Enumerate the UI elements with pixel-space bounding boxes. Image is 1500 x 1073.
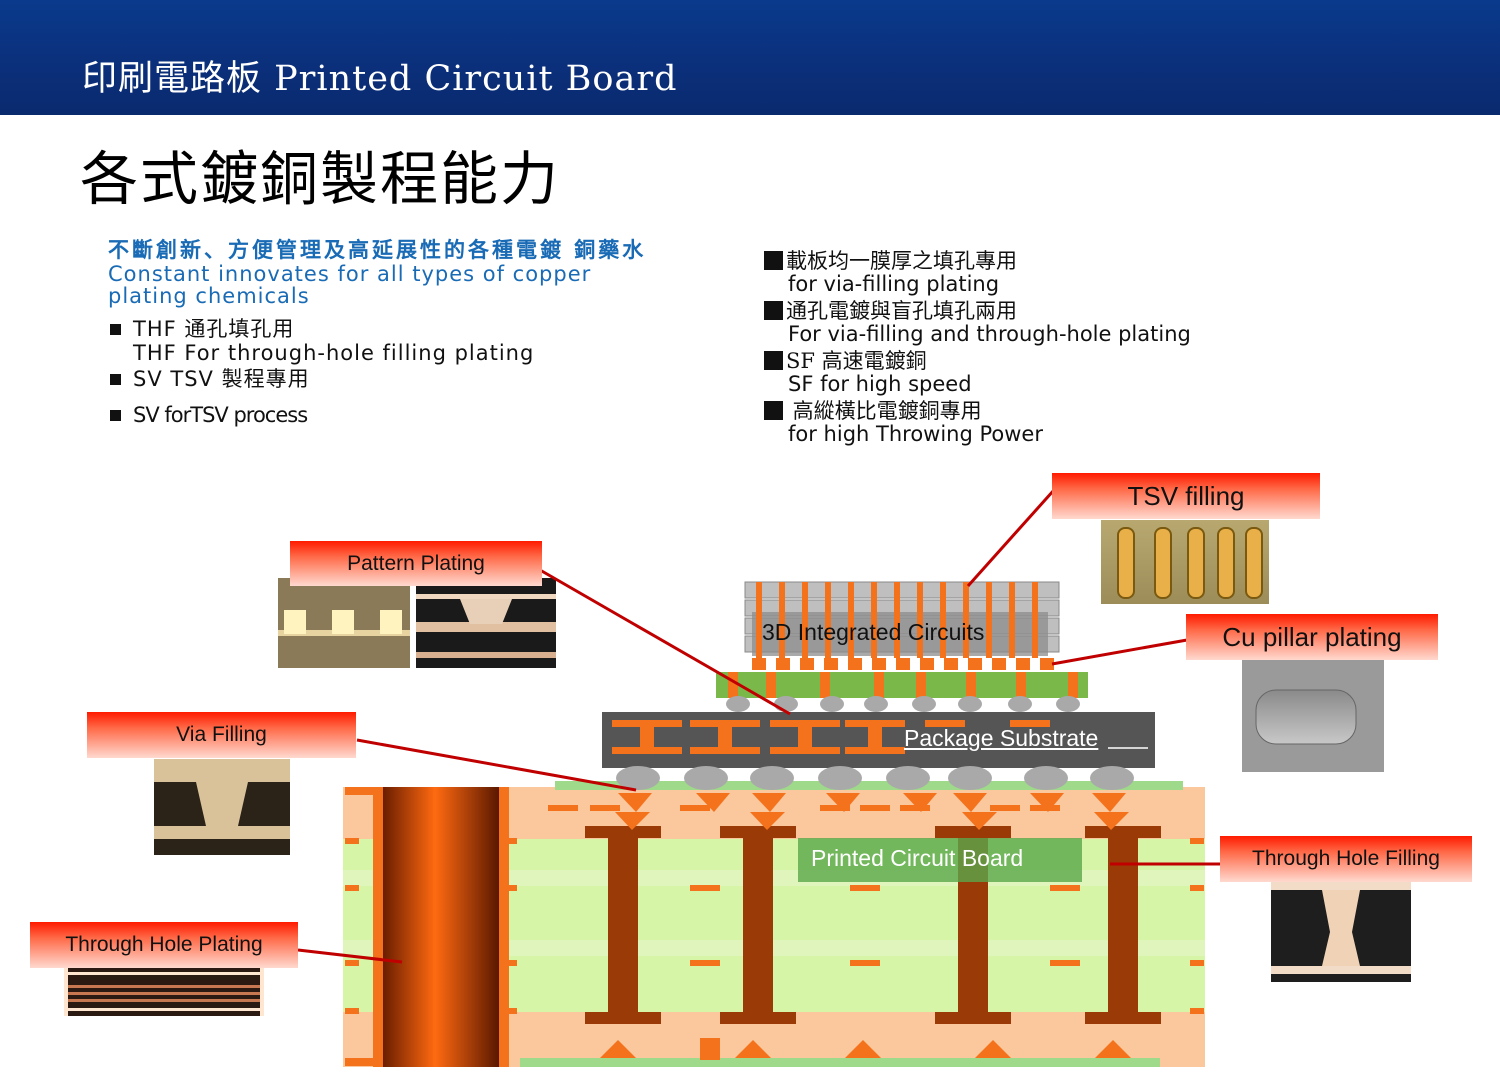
cu-pillar-sem-photo bbox=[1242, 660, 1384, 772]
ic-die-layer bbox=[744, 581, 1060, 599]
bullet-square-icon bbox=[764, 351, 783, 370]
right-item-1-zh: 載板均一膜厚之填孔專用 bbox=[764, 250, 1017, 273]
callout-through-hole-plating: Through Hole Plating bbox=[30, 922, 298, 968]
bottom-microvias bbox=[600, 1038, 1131, 1060]
leader-lines bbox=[297, 488, 1220, 964]
right-item-4-en: for high Throwing Power bbox=[788, 422, 1043, 446]
left-item-sv-zh: SV TSV 製程專用 bbox=[110, 368, 310, 391]
bullet-square-icon bbox=[764, 401, 783, 420]
callout-via-filling: Via Filling bbox=[87, 712, 356, 758]
via-filling-photo bbox=[154, 759, 290, 855]
callout-through-hole-filling: Through Hole Filling bbox=[1220, 836, 1472, 882]
right-item-2-en: For via-filling and through-hole plating bbox=[788, 322, 1191, 346]
right-item-3-zh: SF 高速電鍍銅 bbox=[764, 350, 927, 373]
page-title: 各式鍍銅製程能力 bbox=[80, 145, 561, 213]
callout-pattern-plating: Pattern Plating bbox=[290, 541, 542, 586]
interposer bbox=[716, 672, 1088, 712]
bullet-square-icon bbox=[110, 374, 121, 385]
leader-cu-pillar bbox=[1051, 638, 1188, 666]
through-hole-plating-photo bbox=[64, 968, 264, 1016]
right-item-3-en: SF for high speed bbox=[788, 372, 972, 396]
left-item-thf-en: THF For through-hole filling plating bbox=[133, 341, 535, 365]
leader-tsv bbox=[966, 488, 1056, 588]
right-item-4-zh: 高縱橫比電鍍銅專用 bbox=[764, 400, 982, 423]
through-hole-filling-photo bbox=[1271, 882, 1411, 982]
pcb-inner-band bbox=[343, 940, 1205, 956]
intro-en-line2: plating chemicals bbox=[108, 284, 310, 308]
pcb-bottom-pads bbox=[520, 1058, 1160, 1067]
bullet-square-icon bbox=[764, 251, 783, 270]
substrate-label: Package Substrate bbox=[904, 725, 1099, 751]
pcb-board bbox=[343, 781, 1205, 1067]
callout-cu-pillar-plating: Cu pillar plating bbox=[1186, 614, 1438, 660]
pcb-top-pads bbox=[555, 781, 1183, 790]
pth-wall-right bbox=[499, 787, 509, 1067]
3d-ic-stack bbox=[744, 581, 1060, 670]
intro-en-line1: Constant innovates for all types of copp… bbox=[108, 262, 592, 286]
pattern-plating-photo-1 bbox=[278, 578, 410, 668]
substrate-solder-balls bbox=[616, 766, 1134, 790]
left-item-thf-zh: THF 通孔填孔用 bbox=[110, 318, 294, 341]
cu-pillars bbox=[752, 658, 1054, 670]
header-bar bbox=[0, 0, 1500, 115]
leader-th-plating bbox=[297, 948, 403, 964]
callout-tsv-filling: TSV filling bbox=[1052, 473, 1320, 519]
pcb-label-box bbox=[798, 838, 1082, 882]
interposer-vias bbox=[728, 672, 1078, 698]
ic-label: 3D Integrated Circuits bbox=[762, 619, 985, 645]
tsv-photo bbox=[1101, 520, 1269, 604]
intro-zh: 不斷創新、方便管理及高延展性的各種電鍍 銅藥水 bbox=[108, 238, 647, 262]
top-microvias bbox=[615, 793, 1129, 830]
pcb-label: Printed Circuit Board bbox=[811, 845, 1024, 871]
leader-pattern bbox=[539, 568, 791, 716]
plated-through-hole bbox=[383, 787, 499, 1067]
right-item-1-en: for via-filling plating bbox=[788, 272, 1000, 296]
pth-wall-left bbox=[373, 787, 383, 1067]
bullet-square-icon bbox=[110, 410, 121, 421]
tsv-columns bbox=[756, 582, 1038, 658]
interposer-bumps bbox=[726, 696, 1080, 712]
left-item-sv-en: SV forTSV process bbox=[110, 404, 308, 427]
pattern-plating-photo-2 bbox=[416, 578, 556, 668]
package-substrate bbox=[602, 712, 1155, 790]
substrate-vias bbox=[612, 720, 1050, 754]
right-item-2-zh: 通孔電鍍與盲孔填孔兩用 bbox=[764, 300, 1017, 323]
bullet-square-icon bbox=[110, 324, 121, 335]
leader-via-filling bbox=[356, 738, 637, 792]
bullet-square-icon bbox=[764, 301, 783, 320]
header-title: 印刷電路板 Printed Circuit Board bbox=[82, 59, 678, 99]
